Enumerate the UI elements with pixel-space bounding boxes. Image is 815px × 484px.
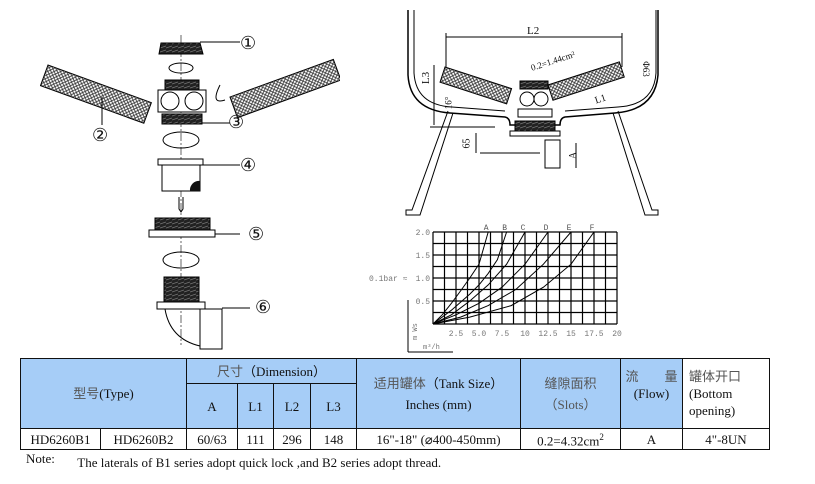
note-label: Note: xyxy=(26,451,55,466)
cell-L3: 148 xyxy=(310,427,357,451)
table-row: HD6260B1 HD6260B2 60/63 111 296 148 16"-… xyxy=(20,427,770,451)
series-label-A: A xyxy=(484,224,489,233)
series-label-D: D xyxy=(544,224,549,233)
series-line-E xyxy=(432,231,572,325)
flow-chart: 2.5 5.0 7.5 10 12.5 15 17.5 20 0.5 1.0 1.5 2.0 A B C D E… xyxy=(369,224,622,353)
note: Note: The laterals of B1 series adopt qu… xyxy=(26,451,442,471)
callout-1: ① xyxy=(240,33,257,53)
x-tick-label: 2.5 xyxy=(449,330,464,339)
x-tick-label: 5.0 xyxy=(472,330,487,339)
cell-type-b1: HD6260B1 xyxy=(20,427,101,451)
x-tick-label: 17.5 xyxy=(584,330,603,339)
cell-L2: 296 xyxy=(273,427,311,451)
x-axis-label: m³/h xyxy=(423,344,440,352)
series-line-D xyxy=(432,231,549,325)
cell-flow: A xyxy=(620,427,683,451)
y-annotation: 0.1bar ≈ xyxy=(369,275,408,284)
label-angle: 16° xyxy=(443,96,454,110)
label-L3: L3 xyxy=(420,71,433,85)
callout-6: ⑥ xyxy=(255,297,272,317)
label-phi63: Φ63 xyxy=(640,61,651,77)
type-header: 型号(Type) xyxy=(20,358,187,429)
dim-col-L3: L3 xyxy=(310,383,357,429)
label-A: A xyxy=(568,151,580,160)
series-label-C: C xyxy=(521,224,526,233)
series-label-B: B xyxy=(502,224,507,233)
callout-4: ④ xyxy=(240,155,257,175)
label-65: 65 xyxy=(461,138,473,149)
x-tick-label: 15 xyxy=(566,330,576,339)
y-tick-label: 0.5 xyxy=(416,298,431,307)
x-tick-label: 20 xyxy=(612,330,622,339)
callout-2: ② xyxy=(92,125,109,145)
series-label-E: E xyxy=(567,224,572,233)
y-axis-label: m Ws xyxy=(412,323,420,340)
slots-header: 缝隙面积（Slots） xyxy=(520,358,621,429)
label-L2: L2 xyxy=(527,25,540,37)
series-line-A xyxy=(432,231,489,325)
callout-5: ⑤ xyxy=(248,224,265,244)
x-tick-label: 7.5 xyxy=(495,330,510,339)
cell-slots: 0.2=4.32cm2 xyxy=(520,427,621,451)
tank-installation-diagram xyxy=(405,10,659,216)
spec-table: 型号(Type) 尺寸（Dimension） 适用罐体（Tank Size）In… xyxy=(20,358,770,451)
series-line-B xyxy=(432,231,508,325)
y-tick-label: 2.0 xyxy=(416,229,431,238)
y-tick-label: 1.0 xyxy=(416,275,431,284)
dim-col-A: A xyxy=(186,383,238,429)
dim-col-L1: L1 xyxy=(237,383,274,429)
x-tick-label: 10 xyxy=(520,330,530,339)
flow-header: 流 量(Flow) xyxy=(620,358,683,429)
y-tick-label: 1.5 xyxy=(416,252,431,261)
exploded-assembly-diagram xyxy=(40,35,340,350)
cell-L1: 111 xyxy=(237,427,274,451)
series-line-C xyxy=(432,231,526,325)
series-line-F xyxy=(432,231,595,325)
note-text: The laterals of B1 series adopt quick lo… xyxy=(77,455,442,470)
dimension-header: 尺寸（Dimension） xyxy=(186,358,357,384)
dim-col-L2: L2 xyxy=(273,383,311,429)
x-tick-label: 12.5 xyxy=(538,330,557,339)
series-label-F: F xyxy=(590,224,595,233)
cell-A: 60/63 xyxy=(186,427,238,451)
tank-size-header: 适用罐体（Tank Size）Inches (mm) xyxy=(356,358,521,429)
cell-type-b2: HD6260B2 xyxy=(100,427,187,451)
cell-bottom-opening: 4"-8UN xyxy=(682,427,770,451)
callout-3: ③ xyxy=(228,112,245,132)
cell-tank-size: 16"-18" (⌀400-450mm) xyxy=(356,427,521,451)
